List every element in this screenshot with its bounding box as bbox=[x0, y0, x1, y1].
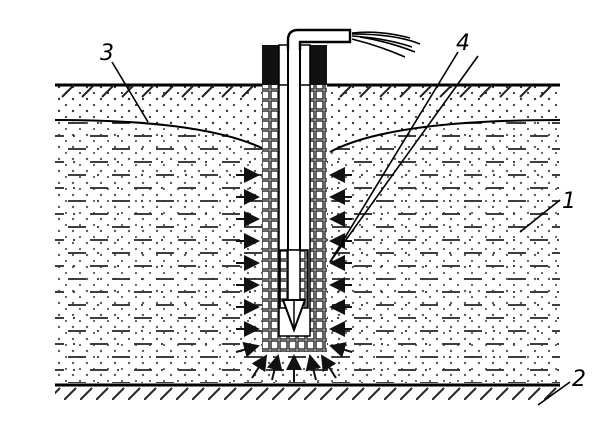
inflow-arrows-bottom bbox=[235, 341, 353, 382]
inflow-arrows-right bbox=[329, 167, 352, 337]
well-casing-left bbox=[262, 60, 279, 350]
inflow-arrows-left bbox=[236, 167, 260, 337]
discharge-pipe bbox=[286, 28, 352, 50]
impermeable-base-hatch bbox=[55, 386, 560, 400]
depression-cone-curve bbox=[54, 119, 561, 153]
well-casing-right bbox=[310, 60, 327, 350]
ground-hatching bbox=[61, 84, 553, 98]
callout-label-1: 1 bbox=[562, 189, 576, 214]
callout-label-2: 2 bbox=[572, 367, 586, 392]
well-bottom-filter bbox=[262, 336, 327, 352]
riser-pipe bbox=[287, 47, 301, 254]
callout-label-3: 3 bbox=[100, 41, 114, 66]
water-jet bbox=[351, 31, 421, 58]
callout-leaders bbox=[111, 51, 571, 406]
callout-label-4: 4 bbox=[456, 31, 470, 56]
